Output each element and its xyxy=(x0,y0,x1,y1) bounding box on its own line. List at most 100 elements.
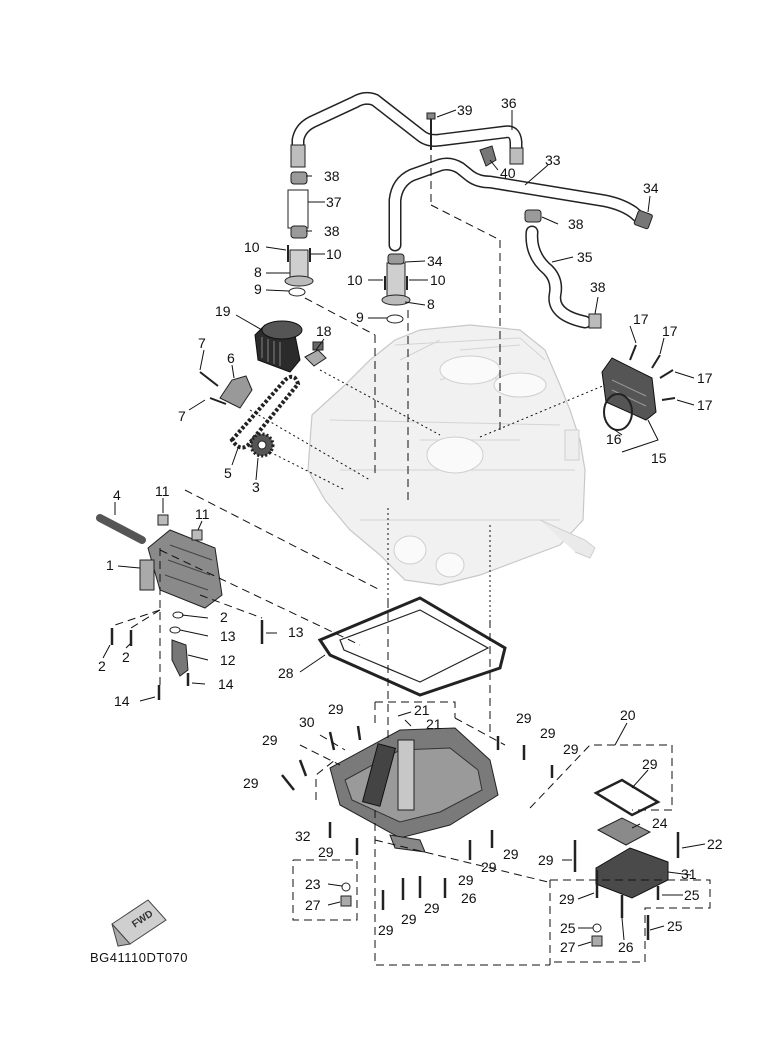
callout-14: 14 xyxy=(218,676,234,692)
callout-14: 14 xyxy=(114,693,130,709)
callout-25: 25 xyxy=(684,887,700,903)
callout-27: 25 xyxy=(560,920,576,936)
callout-37: 37 xyxy=(326,194,342,210)
callout-26: 27 xyxy=(305,897,321,913)
cover-23 xyxy=(573,778,680,947)
callout-22: 24 xyxy=(652,815,668,831)
callout-29: 29 xyxy=(424,900,440,916)
callout-38: 38 xyxy=(568,216,584,232)
callout-32: 22 xyxy=(707,836,723,852)
callout-3: 3 xyxy=(252,479,260,495)
callout-29: 29 xyxy=(540,725,556,741)
callout-29: 29 xyxy=(318,844,334,860)
oil-pump-1 xyxy=(96,514,223,677)
callout-24: 29 xyxy=(642,756,658,772)
callout-6: 6 xyxy=(227,350,235,366)
hose-37 xyxy=(287,171,309,239)
callout-2: 13 xyxy=(288,624,304,640)
fwd-arrow-icon: FWD xyxy=(111,899,167,947)
callout-31: 29 xyxy=(538,852,554,868)
callout-11: 11 xyxy=(195,506,210,522)
reference-lines xyxy=(111,155,711,966)
callout-38: 38 xyxy=(324,223,340,239)
gasket-28 xyxy=(317,596,507,697)
plate-22 xyxy=(596,817,652,846)
oil-filter-19 xyxy=(254,320,303,373)
hose-joints xyxy=(284,112,653,329)
callout-29: 29 xyxy=(563,741,579,757)
callout-40: 40 xyxy=(500,165,516,181)
callout-29: 29 xyxy=(458,872,474,888)
callout-34: 34 xyxy=(427,253,443,269)
breather-hose-33 xyxy=(388,157,647,252)
hose-35 xyxy=(525,225,592,329)
callout-15: 15 xyxy=(651,450,667,466)
callout-10: 10 xyxy=(326,246,342,262)
callout-25: 29 xyxy=(559,891,575,907)
strainer-12 xyxy=(171,639,189,677)
callout-13: 13 xyxy=(220,628,236,644)
callout-29: 26 xyxy=(461,890,477,906)
callout-25: 26 xyxy=(618,939,634,955)
callout-17: 17 xyxy=(633,311,649,327)
callout-13: 2 xyxy=(220,609,228,625)
callout-1: 1 xyxy=(106,557,114,573)
callout-20: 20 xyxy=(620,707,636,723)
callout-7: 7 xyxy=(198,335,206,351)
callout-29: 29 xyxy=(516,710,532,726)
callout-8: 8 xyxy=(254,264,262,280)
callout-12: 12 xyxy=(220,652,236,668)
callout-17: 17 xyxy=(697,397,713,413)
callout-31: 25 xyxy=(667,918,683,934)
chain-guide-6 xyxy=(199,371,253,409)
callout-18: 18 xyxy=(316,323,332,339)
callout-2: 2 xyxy=(98,658,106,674)
callout-28: 28 xyxy=(278,665,294,681)
o-ring-16 xyxy=(603,393,633,431)
callout-33: 33 xyxy=(545,152,561,168)
callout-8: 8 xyxy=(427,296,435,312)
chain-5 xyxy=(229,374,301,450)
callout-5: 5 xyxy=(224,465,232,481)
callout-39: 39 xyxy=(457,102,473,118)
callout-38: 38 xyxy=(324,168,340,184)
callout-10: 10 xyxy=(347,272,363,288)
callout-29: 29 xyxy=(328,701,344,717)
callout-36: 36 xyxy=(501,95,517,111)
callout-38: 38 xyxy=(590,279,606,295)
callout-16: 16 xyxy=(606,431,622,447)
callout-17: 17 xyxy=(662,323,678,339)
callout-10: 10 xyxy=(430,272,446,288)
breather-hose-36 xyxy=(290,91,524,168)
callout-19: 19 xyxy=(215,303,231,319)
callout-2: 2 xyxy=(122,649,130,665)
oil-pan xyxy=(329,727,499,907)
callouts: 39 36 40 33 34 38 37 38 10 10 8 9 34 10 … xyxy=(98,95,723,955)
pan-bolts xyxy=(281,725,554,910)
callout-29: 29 xyxy=(401,911,417,927)
callout-30: 30 xyxy=(299,714,315,730)
sprocket-3 xyxy=(249,432,275,458)
gasket-24 xyxy=(593,778,661,817)
sensor-18 xyxy=(304,341,327,367)
callout-29: 29 xyxy=(503,846,519,862)
callout-9: 9 xyxy=(254,281,262,297)
callout-21: 21 xyxy=(426,716,442,732)
callout-9: 9 xyxy=(356,309,364,325)
callout-10: 10 xyxy=(244,239,260,255)
callout-4: 4 xyxy=(113,487,121,503)
engine-block-ghost xyxy=(307,324,596,586)
callout-11: 11 xyxy=(155,483,170,499)
callout-leaders xyxy=(102,109,706,947)
oil-cooler-15 xyxy=(601,344,676,431)
callout-34: 34 xyxy=(643,180,659,196)
callout-29: 29 xyxy=(481,859,497,875)
part-code-label: BG41110DT070 xyxy=(90,950,188,965)
callout-27: 23 xyxy=(305,876,321,892)
shaft-4 xyxy=(96,514,146,544)
callout-29: 29 xyxy=(243,775,259,791)
callout-17: 17 xyxy=(697,370,713,386)
callout-21: 21 xyxy=(414,702,430,718)
pump-bolts xyxy=(110,620,264,700)
